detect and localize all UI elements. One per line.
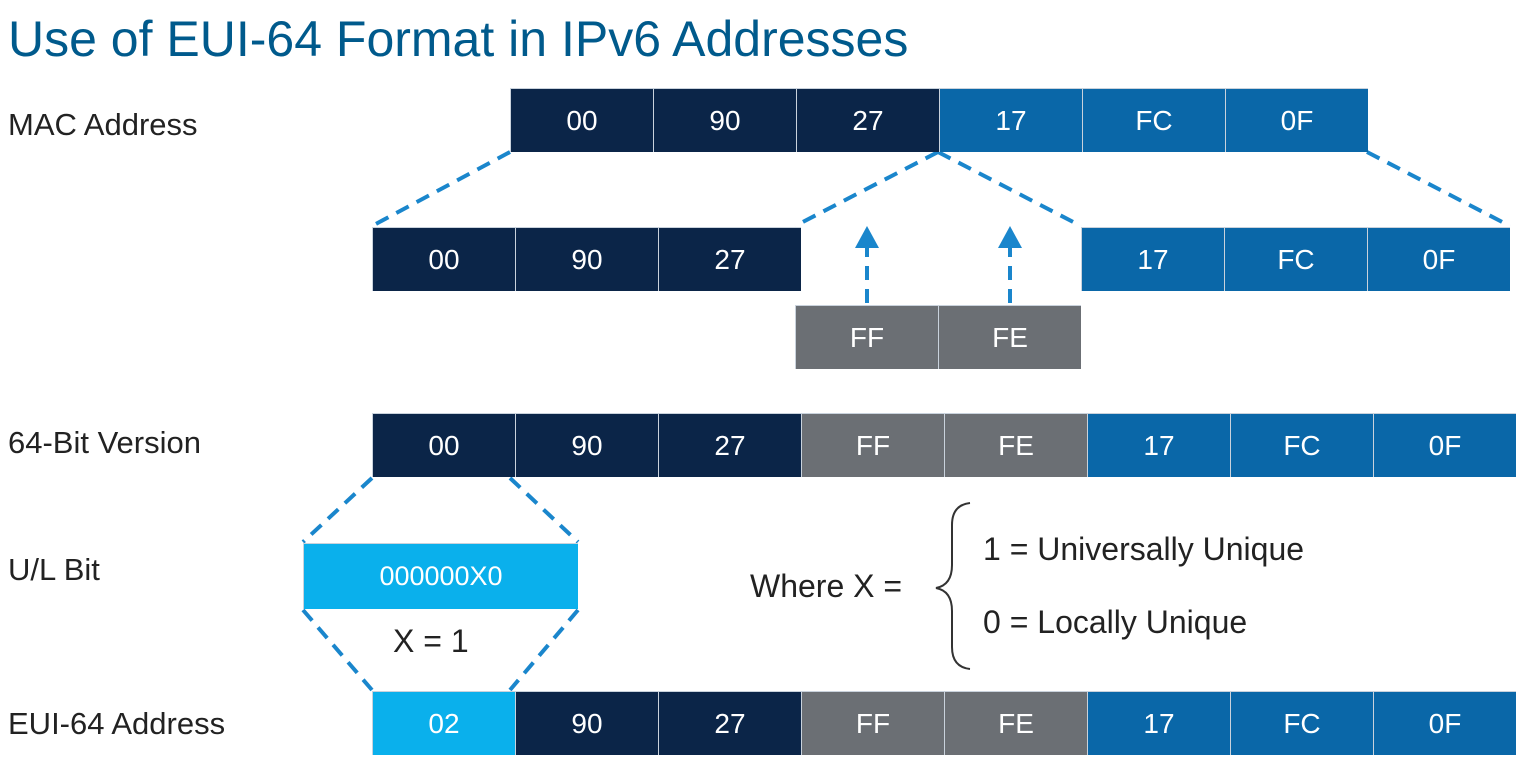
gap-right-connector <box>937 150 1082 228</box>
mac-byte-2: 27 <box>796 88 939 152</box>
locally-unique-label: 0 = Locally Unique <box>983 604 1248 640</box>
where-x-label: Where X = <box>750 568 903 604</box>
ul-bit-label: U/L Bit <box>8 552 100 587</box>
split-left-byte-2: 27 <box>658 227 801 291</box>
eui64-byte-0: 02 <box>372 691 515 755</box>
ul-zoom-top-left <box>301 476 374 544</box>
slide-title: Use of EUI-64 Format in IPv6 Addresses <box>8 11 909 67</box>
eui64-byte-4: FE <box>944 691 1087 755</box>
insert-byte-0: FF <box>795 305 938 369</box>
universally-unique-label: 1 = Universally Unique <box>983 531 1305 567</box>
split-right-connector <box>1366 150 1511 228</box>
eui64-byte-2: 27 <box>658 691 801 755</box>
bit64-byte-5: 17 <box>1087 413 1230 477</box>
eui64-byte-5: 17 <box>1087 691 1230 755</box>
eui-64-address-label: EUI-64 Address <box>8 706 226 741</box>
bit64-byte-3: FF <box>801 413 944 477</box>
eui64-byte-7: 0F <box>1373 691 1516 755</box>
mac-byte-4: FC <box>1082 88 1225 152</box>
split-right-byte-1: FC <box>1224 227 1367 291</box>
eui64-byte-6: FC <box>1230 691 1373 755</box>
eui64-byte-3: FF <box>801 691 944 755</box>
ul-bit-box: 000000X0 <box>303 543 578 609</box>
insert-byte-1: FE <box>938 305 1081 369</box>
ul-zoom-top-right <box>508 476 580 544</box>
ff-arrow-head-icon <box>855 226 879 248</box>
gap-left-connector <box>794 150 939 228</box>
eui64-byte-1: 90 <box>515 691 658 755</box>
x-equals-one: X = 1 <box>393 623 469 659</box>
mac-byte-3: 17 <box>939 88 1082 152</box>
mac-byte-1: 90 <box>653 88 796 152</box>
mac-byte-0: 00 <box>510 88 653 152</box>
split-left-connector <box>371 150 511 228</box>
bit64-byte-6: FC <box>1230 413 1373 477</box>
split-right-byte-2: 0F <box>1367 227 1510 291</box>
bit64-byte-1: 90 <box>515 413 658 477</box>
ul-zoom-bottom-left <box>301 608 374 692</box>
bit64-byte-0: 00 <box>372 413 515 477</box>
split-left-byte-0: 00 <box>372 227 515 291</box>
64-bit-version-label: 64-Bit Version <box>8 425 201 460</box>
ul-zoom-bottom-right <box>508 608 580 692</box>
mac-address-label: MAC Address <box>8 107 198 142</box>
curly-brace-icon <box>935 502 971 670</box>
split-left-byte-1: 90 <box>515 227 658 291</box>
mac-byte-5: 0F <box>1225 88 1368 152</box>
bit64-byte-4: FE <box>944 413 1087 477</box>
bit64-byte-7: 0F <box>1373 413 1516 477</box>
split-right-byte-0: 17 <box>1081 227 1224 291</box>
bit64-byte-2: 27 <box>658 413 801 477</box>
fe-arrow-head-icon <box>998 226 1022 248</box>
